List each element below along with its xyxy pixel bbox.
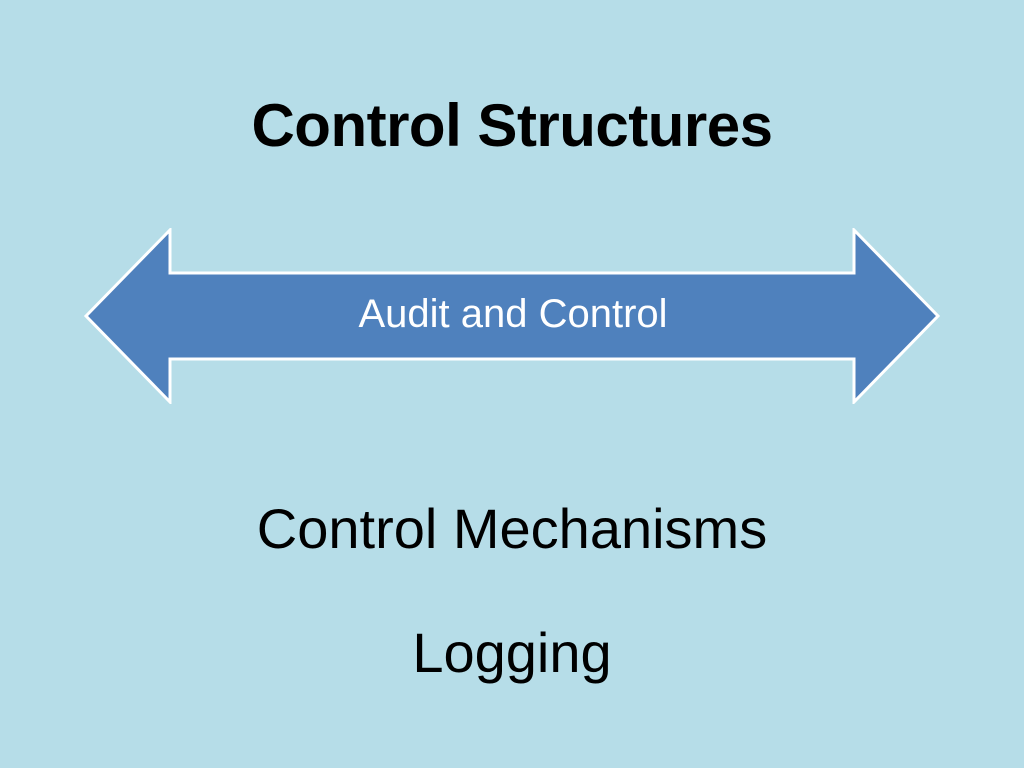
arrow-label: Audit and Control bbox=[358, 292, 668, 336]
double-headed-arrow-icon bbox=[84, 228, 941, 404]
item-control-mechanisms: Control Mechanisms bbox=[256, 497, 768, 560]
item-logging: Logging bbox=[412, 621, 612, 684]
slide-title: Control Structures bbox=[251, 92, 773, 159]
double-arrow-shape: Audit and Control bbox=[84, 228, 942, 404]
